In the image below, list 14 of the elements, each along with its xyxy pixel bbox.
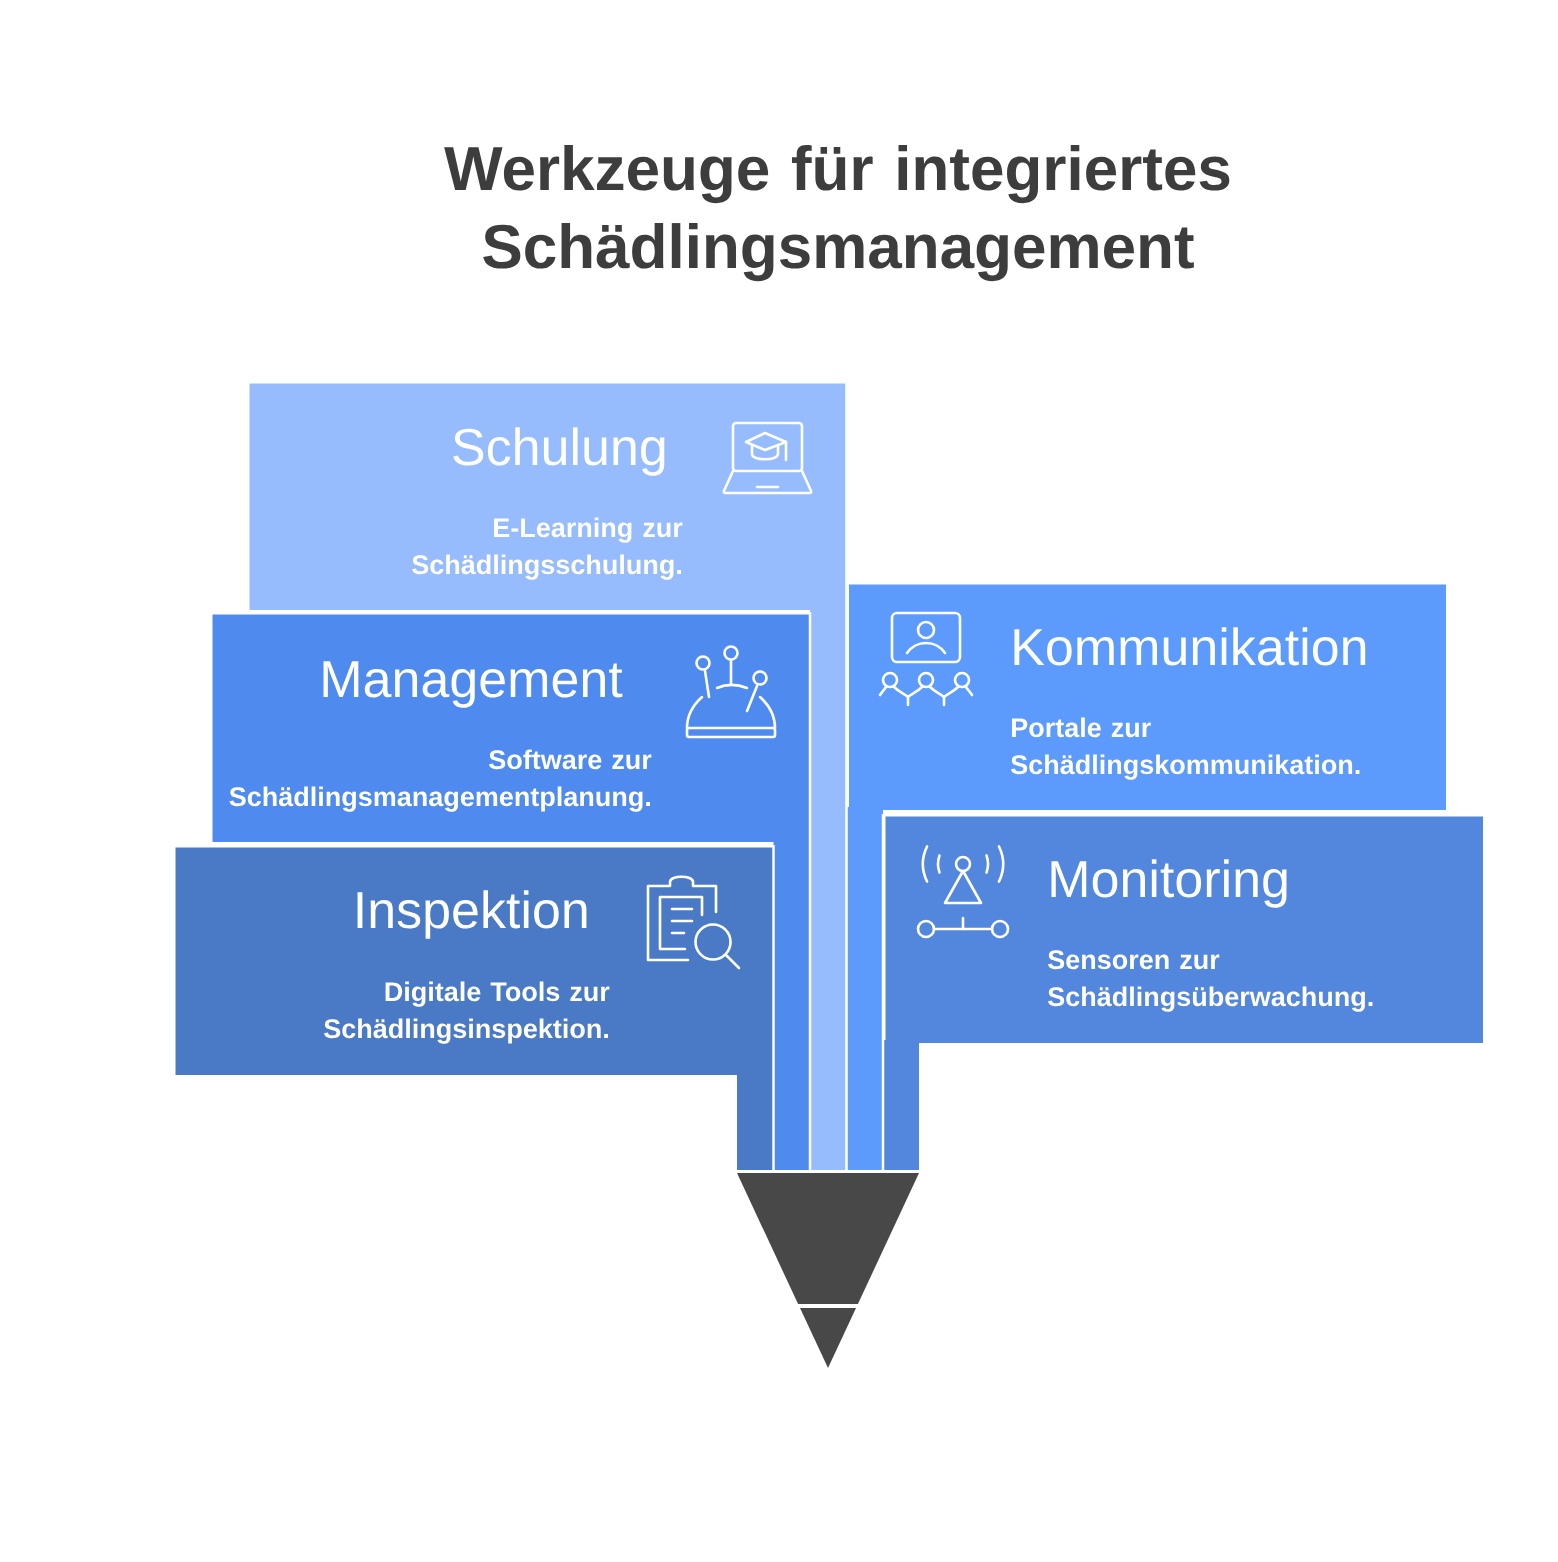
heading: Inspektion — [357, 890, 587, 939]
process-box — [247, 381, 849, 613]
heading: Schulung — [453, 427, 665, 476]
description: Portale zur Schädlingskommunikation. — [1011, 717, 1360, 780]
description: E-Learning zur Schädlingsschulung. — [412, 517, 683, 580]
description: Digitale Tools zur Schädlingsinspektion. — [324, 981, 610, 1044]
description: Sensoren zur Schädlingsüberwachung. — [1048, 950, 1373, 1012]
heading: Management — [323, 661, 623, 708]
heading: Monitoring — [1051, 859, 1287, 908]
description: Software zur Schädlingsmanagementplanung. — [229, 749, 652, 812]
process-box — [846, 582, 1449, 813]
process-box — [883, 814, 1486, 1046]
title: Werkzeuge für integriertes Schädlingsmanagement — [444, 145, 1230, 282]
heading: Kommunikation — [1014, 627, 1366, 666]
